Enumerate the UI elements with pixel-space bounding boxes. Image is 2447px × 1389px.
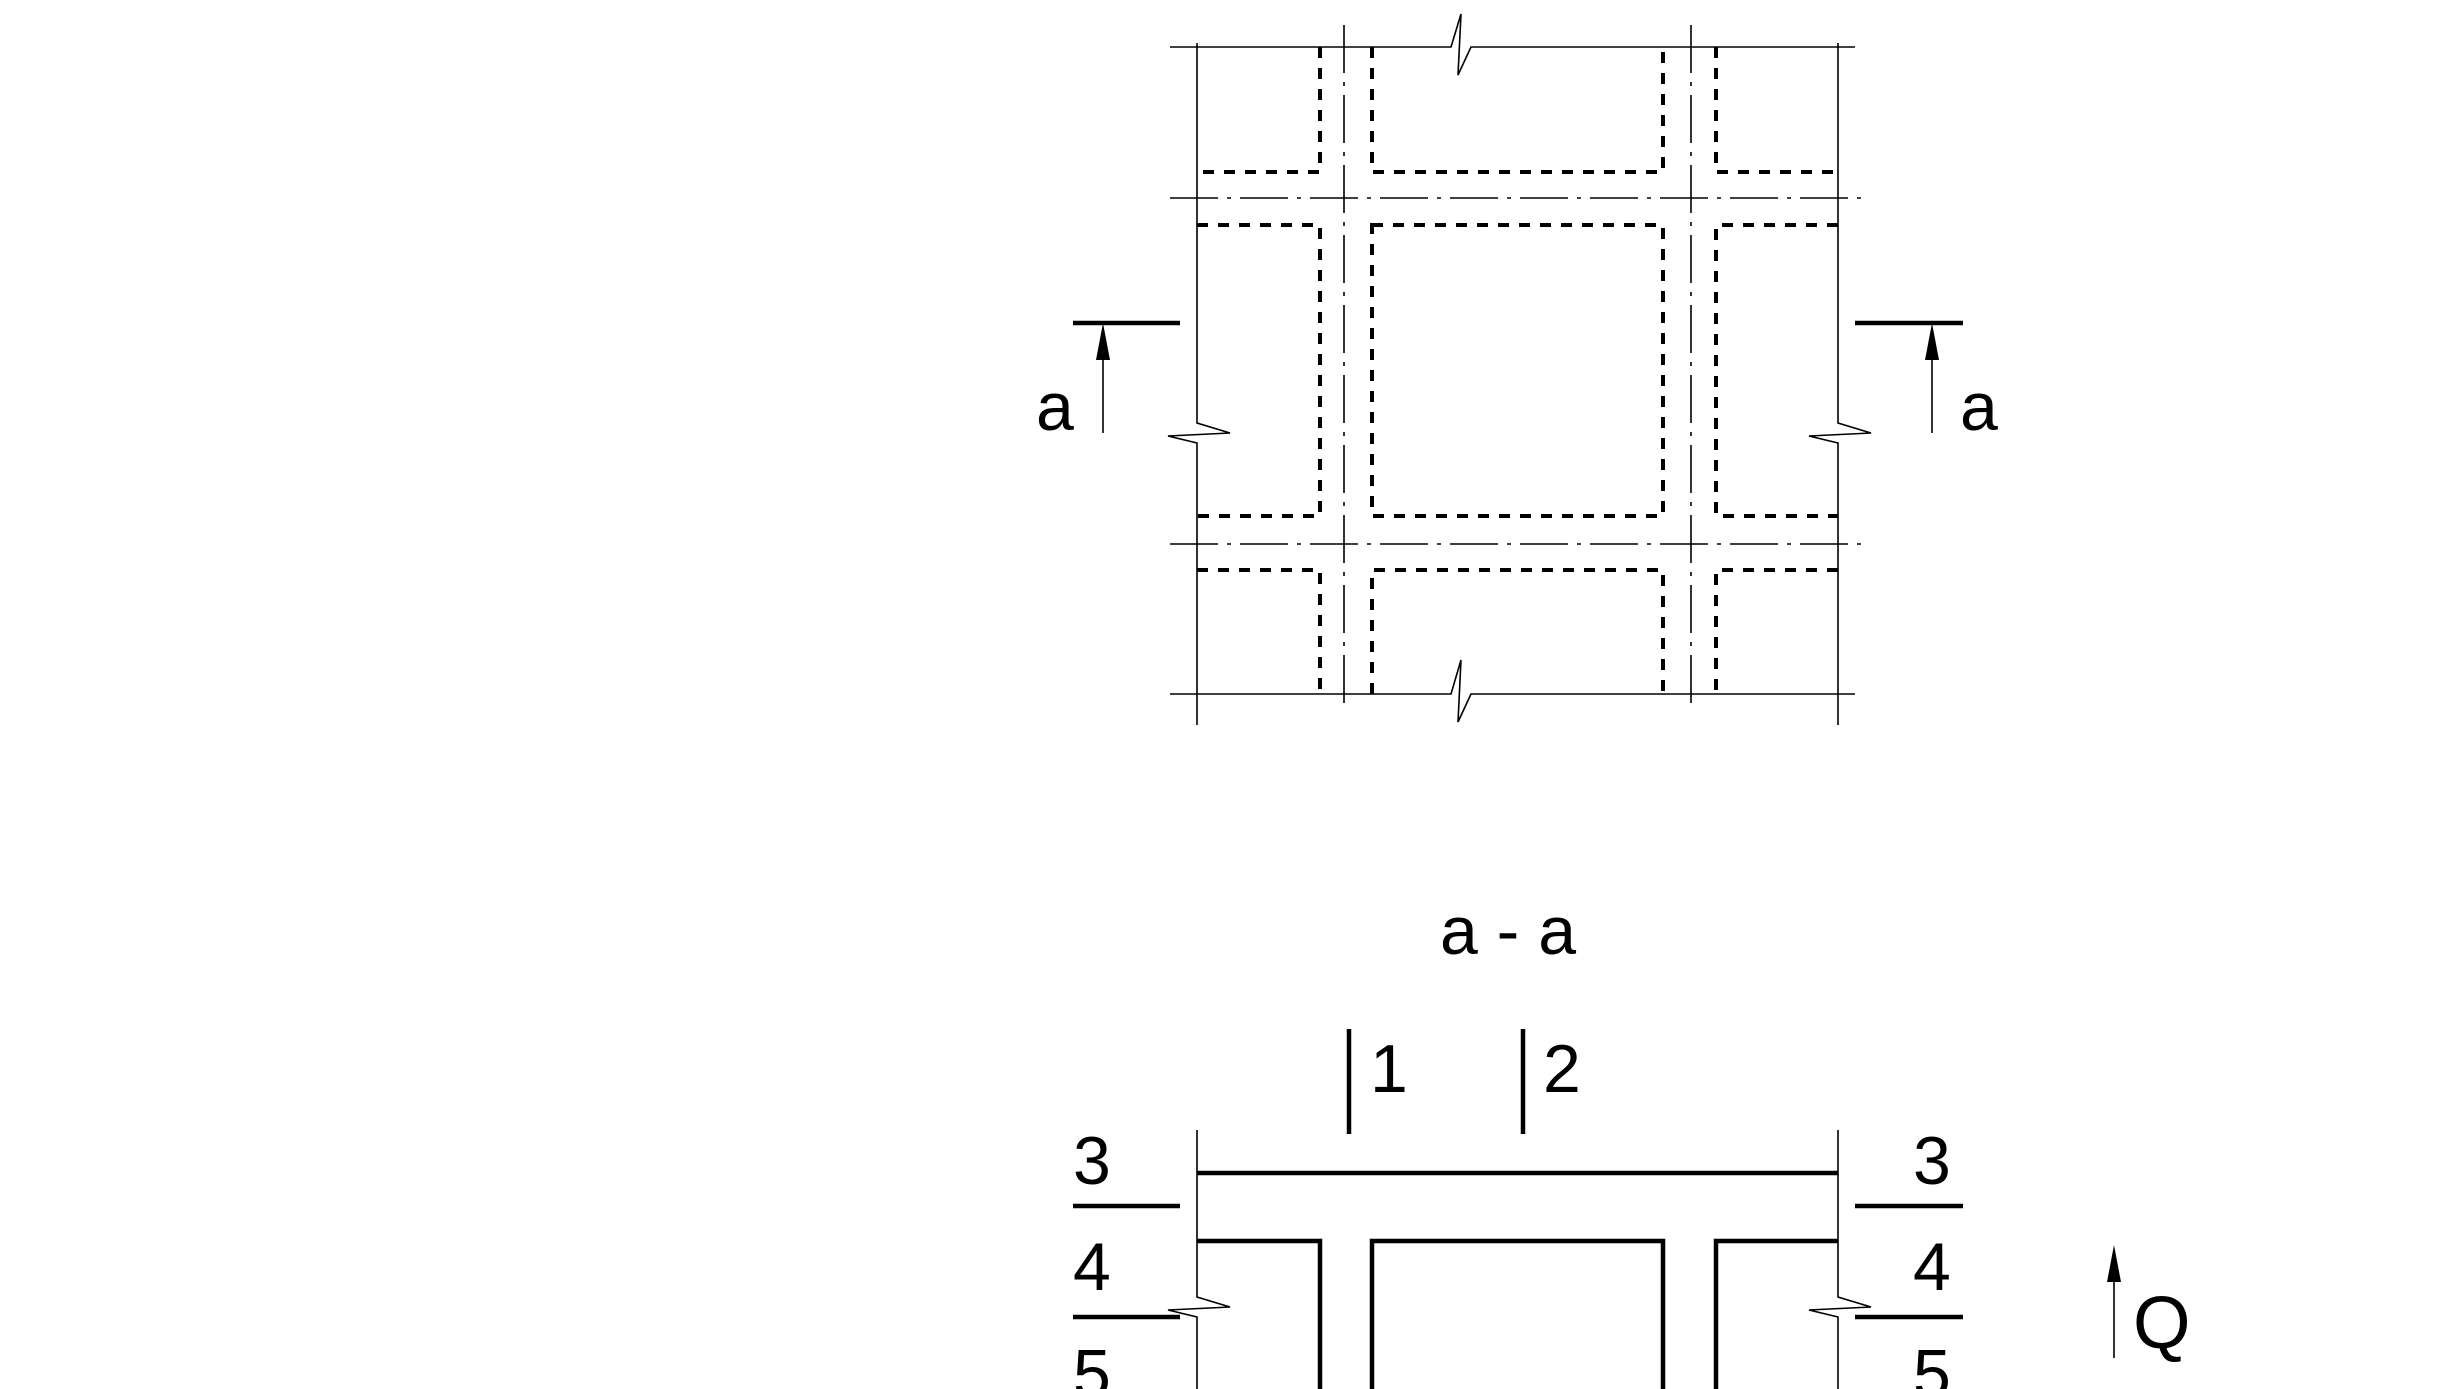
- hidden-cell-middle-right: [1714, 223, 1838, 518]
- level-label-left-3: 3: [1073, 1123, 1111, 1199]
- section-label-right: a: [1960, 369, 1998, 445]
- plan-bottom-edge-break-line: [1170, 659, 1855, 723]
- load-arrow-q: Q: [2107, 1245, 2191, 1364]
- level-labels-right: 3 4 5: [1855, 1123, 1963, 1389]
- section-cut-mark-right: a: [1855, 320, 1998, 445]
- level-label-right-3: 3: [1913, 1123, 1951, 1199]
- section-title: a - a: [1440, 893, 1576, 969]
- level-labels-left: 3 4 5: [1073, 1123, 1180, 1389]
- hidden-cell-centre: [1370, 223, 1665, 518]
- hidden-cell-bottom-left: [1197, 568, 1322, 694]
- marker-2: 2: [1520, 1029, 1581, 1134]
- section-left-edge-break-line: [1167, 1130, 1231, 1389]
- view-arrow-head-right: [1925, 323, 1939, 360]
- plan-right-edge-break-line: [1808, 43, 1872, 725]
- void-middle: [1369, 1238, 1666, 1389]
- section-cut-mark-left: a: [1036, 320, 1180, 445]
- hidden-cell-bottom-right: [1714, 568, 1838, 694]
- marker-2-label: 2: [1543, 1031, 1581, 1107]
- plan-view: a a: [1036, 13, 1998, 725]
- marker-1-label: 1: [1370, 1031, 1408, 1107]
- plan-hidden-ribs: [1197, 47, 1838, 694]
- section-voids: [1197, 1238, 1838, 1389]
- load-label: Q: [2133, 1281, 2191, 1364]
- hidden-cell-middle-left: [1197, 223, 1322, 518]
- hidden-cell-bottom-middle: [1370, 568, 1665, 694]
- plan-centre-axes: [1170, 25, 1864, 712]
- level-label-right-4: 4: [1913, 1229, 1951, 1305]
- hidden-cell-top-left: [1197, 47, 1322, 174]
- section-right-edge-break-line: [1808, 1130, 1872, 1389]
- level-label-left-4: 4: [1073, 1229, 1111, 1305]
- void-left: [1197, 1238, 1323, 1389]
- plan-left-edge-break-line: [1167, 43, 1231, 725]
- hidden-cell-top-right: [1714, 47, 1838, 174]
- marker-1: 1: [1346, 1029, 1408, 1134]
- plan-outline: [1167, 13, 1872, 725]
- hidden-cell-top-middle: [1370, 47, 1665, 174]
- level-label-right-5: 5: [1913, 1336, 1951, 1389]
- plan-top-edge-break-line: [1170, 13, 1855, 76]
- load-arrow-head: [2107, 1245, 2121, 1282]
- level-label-left-5: 5: [1073, 1336, 1111, 1389]
- section-view: a - a 1 2 3 4 5 3: [1073, 893, 2191, 1389]
- void-right: [1713, 1238, 1838, 1389]
- view-arrow-head-left: [1096, 323, 1110, 360]
- section-label-left: a: [1036, 369, 1074, 445]
